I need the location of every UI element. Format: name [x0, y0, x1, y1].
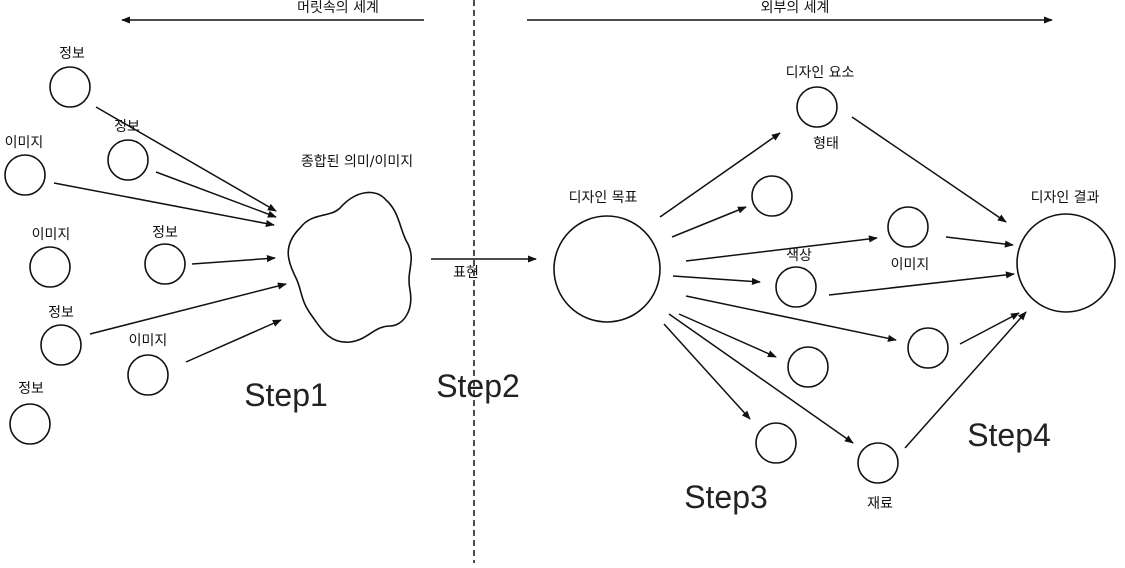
step3-label: Step3 — [684, 479, 768, 515]
info-node — [107, 139, 149, 181]
image-label: 이미지 — [891, 257, 930, 273]
synthesized-meaning-label: 종합된 의미/이미지 — [301, 154, 413, 170]
image-node — [127, 354, 169, 396]
material-node — [857, 442, 899, 484]
result-arrow — [828, 271, 1015, 296]
step4-label: Step4 — [967, 417, 1051, 453]
image-label: 이미지 — [129, 333, 168, 349]
info-node — [40, 324, 82, 366]
outer-world-label: 외부의 세계 — [761, 0, 830, 16]
input-arrow — [89, 282, 287, 335]
design-element-label: 디자인 요소 — [786, 65, 855, 81]
step1-label: Step1 — [244, 377, 328, 413]
design-result-label: 디자인 결과 — [1031, 190, 1100, 206]
goal-arrow — [663, 323, 751, 420]
goal-arrow — [659, 132, 781, 218]
result-arrow — [904, 311, 1027, 449]
goal-arrow — [668, 313, 854, 444]
form-label: 형태 — [813, 136, 839, 152]
image-label: 이미지 — [5, 135, 44, 151]
input-arrow — [185, 319, 282, 363]
design-result-node — [1016, 213, 1116, 313]
color-label: 색상 — [786, 248, 812, 264]
result-arrow — [945, 236, 1014, 248]
image-node — [4, 154, 46, 196]
info-node — [144, 243, 186, 285]
expression-label: 표현 — [453, 265, 479, 281]
goal-arrow — [685, 295, 897, 342]
material-label: 재료 — [867, 496, 893, 512]
synthesized-meaning-cloud — [287, 191, 412, 343]
input-arrow — [191, 254, 276, 265]
image-label: 이미지 — [32, 227, 71, 243]
info-label: 정보 — [152, 225, 178, 241]
input-arrow — [95, 106, 277, 212]
info-node — [49, 66, 91, 108]
info-label: 정보 — [59, 46, 85, 62]
element-node — [755, 422, 797, 464]
goal-arrow — [672, 275, 761, 286]
step2-label: Step2 — [436, 368, 520, 404]
image-node — [887, 206, 929, 248]
design-goal-label: 디자인 목표 — [569, 190, 638, 206]
input-arrow — [155, 171, 277, 218]
input-arrow — [53, 182, 275, 228]
element-node — [751, 175, 793, 217]
info-label: 정보 — [18, 381, 44, 397]
color-node — [775, 266, 817, 308]
form-node — [796, 86, 838, 128]
info-node — [9, 403, 51, 445]
goal-arrow — [685, 235, 878, 262]
info-label: 정보 — [114, 119, 140, 135]
result-arrow — [851, 116, 1007, 223]
element-node — [787, 346, 829, 388]
goal-arrow — [671, 206, 747, 238]
goal-arrow — [678, 313, 777, 358]
inner-world-label: 머릿속의 세계 — [297, 0, 379, 16]
design-goal-node — [553, 215, 661, 323]
result-arrow — [959, 312, 1020, 345]
element-node — [907, 327, 949, 369]
info-label: 정보 — [48, 305, 74, 321]
image-node — [29, 246, 71, 288]
